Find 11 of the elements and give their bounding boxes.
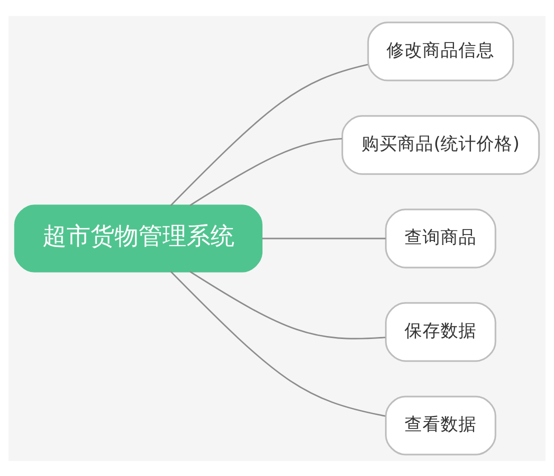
node-box: 查看数据 [385, 395, 496, 455]
node-box: 保存数据 [385, 302, 496, 362]
node-box: 超市货物管理系统 [14, 204, 262, 272]
connector [262, 237, 386, 239]
connector [190, 270, 386, 339]
node-box: 修改商品信息 [367, 21, 514, 81]
node-box: 查询商品 [385, 208, 496, 268]
node-box: 购买商品(统计价格) [342, 114, 540, 174]
connector [170, 63, 368, 206]
connector [190, 137, 342, 206]
connector [170, 270, 386, 416]
